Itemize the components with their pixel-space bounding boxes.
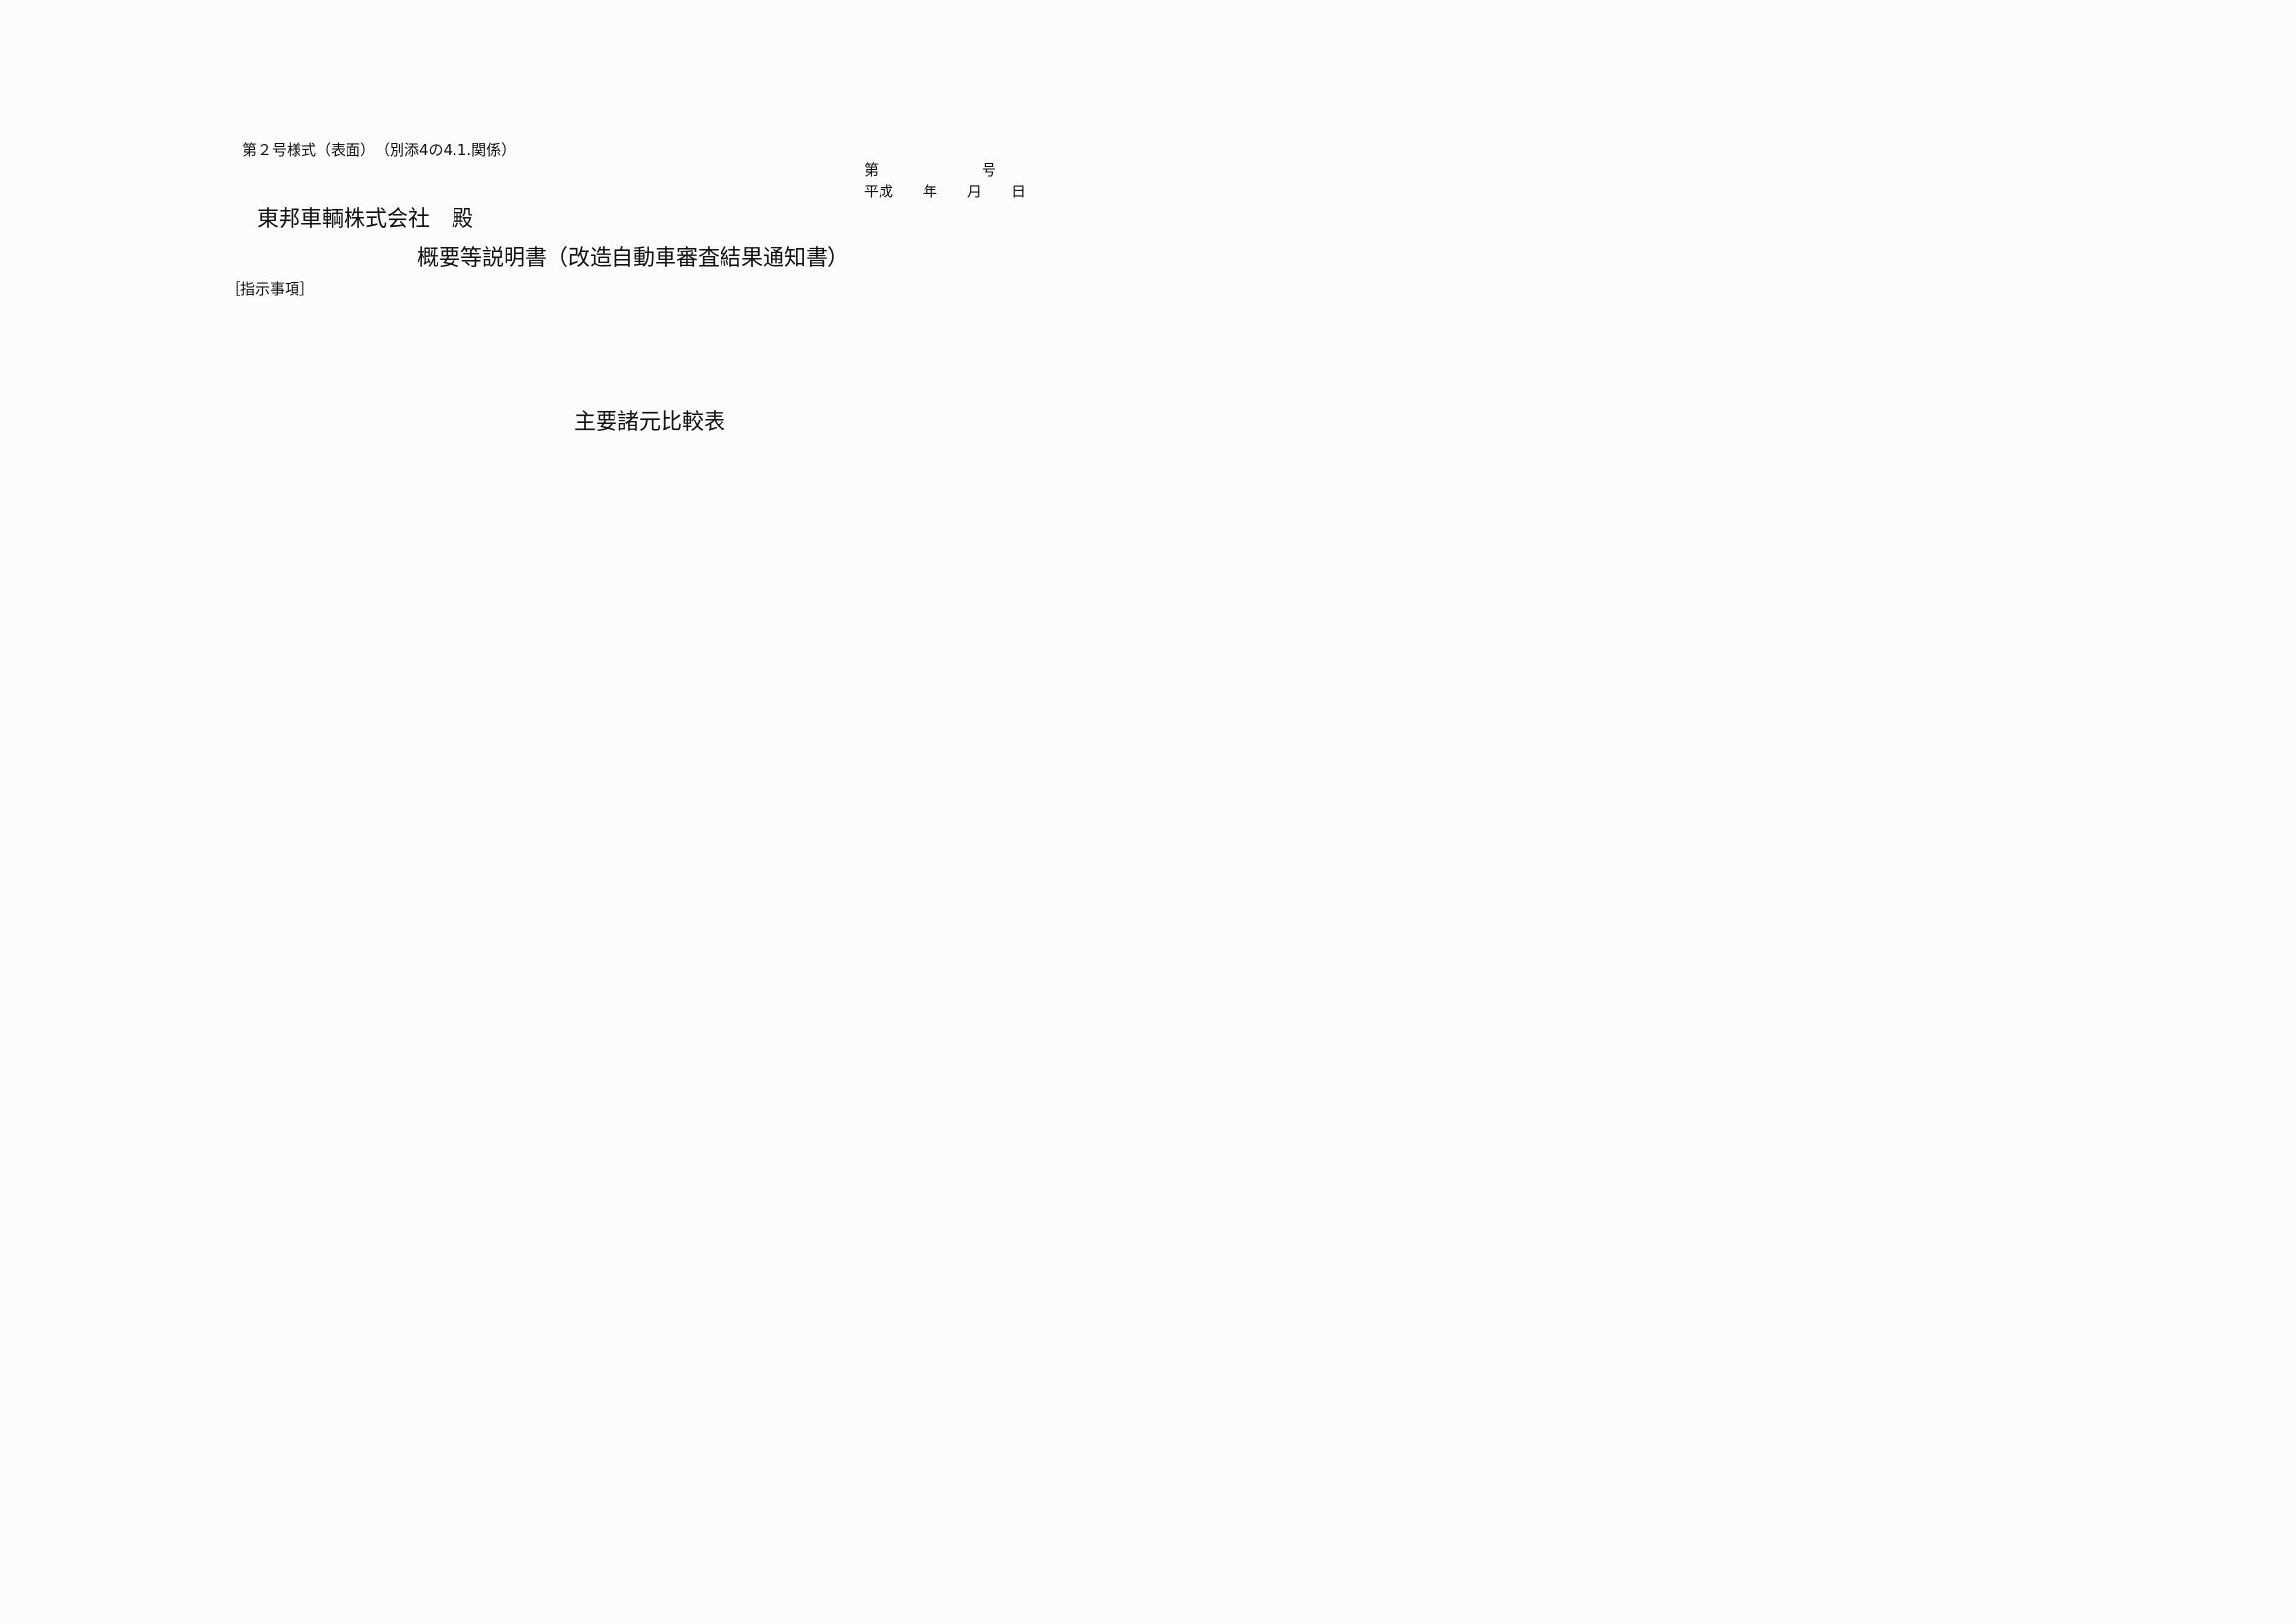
document-number: 第 号 — [864, 161, 997, 179]
comparison-table-title: 主要諸元比較表 — [574, 410, 726, 435]
document-date: 平成 年 月 日 — [864, 183, 1027, 200]
instruction-label: ［指示事項］ — [226, 280, 315, 298]
document-title: 概要等説明書（改造自動車審査結果通知書） — [417, 246, 850, 271]
addressee: 東邦車輌株式会社 殿 — [257, 207, 474, 232]
front-form-label: 第２号様式（表面） （別添4の4.1.関係） — [242, 141, 516, 159]
